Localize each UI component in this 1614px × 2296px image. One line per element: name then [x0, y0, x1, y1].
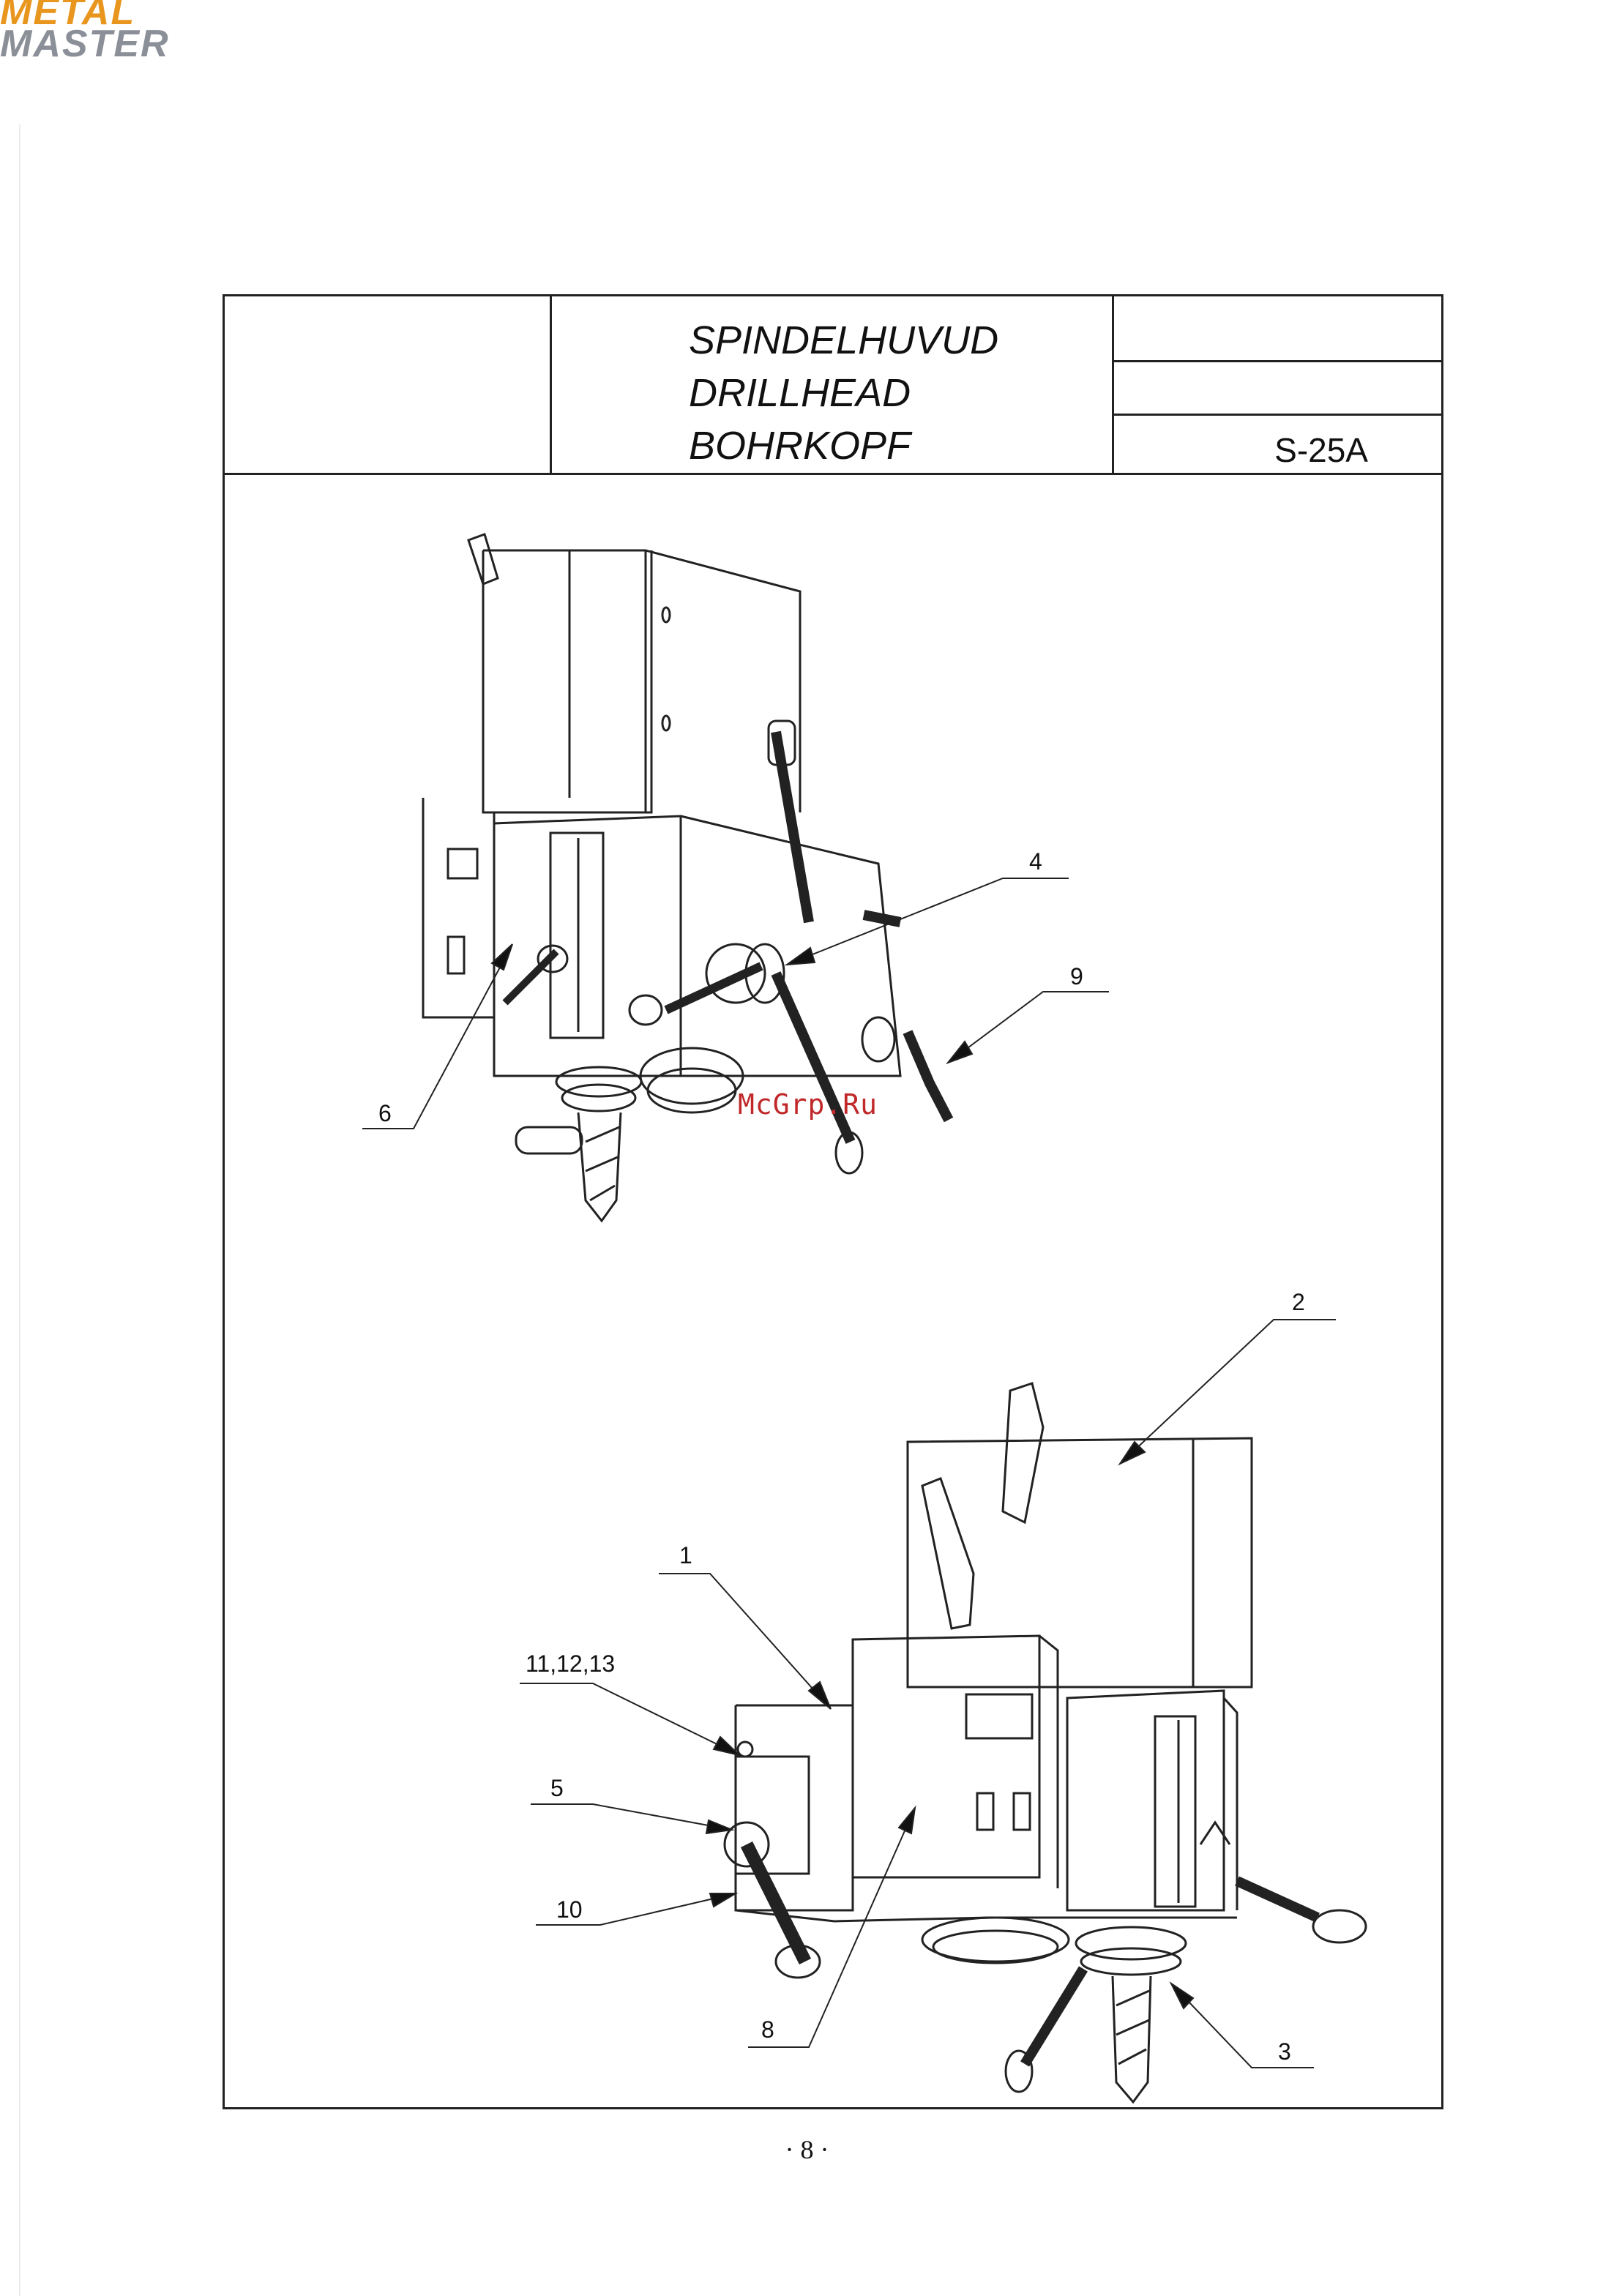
gearbox-front — [853, 1636, 1039, 1877]
spindle-quill-housing — [1067, 1691, 1224, 1910]
callout-leader-4 — [787, 878, 1069, 965]
callout-2: 2 — [1292, 1289, 1305, 1315]
callout-leader-11-12-13 — [520, 1683, 739, 1755]
speed-selector — [448, 937, 464, 973]
callout-9: 9 — [1070, 963, 1083, 990]
switch-button — [448, 849, 477, 878]
lock-handle — [908, 1032, 949, 1120]
callout-leader-1 — [659, 1574, 831, 1709]
drillhead-view-lower — [725, 1383, 1366, 2102]
callout-8: 8 — [761, 2016, 774, 2043]
watermark: McGrp.Ru — [738, 1088, 878, 1121]
callout-lines — [362, 878, 1336, 2068]
drill-bit — [1113, 1976, 1151, 2102]
callout-leader-5 — [531, 1804, 732, 1830]
callout-3: 3 — [1278, 2038, 1291, 2065]
depth-scale — [1155, 1716, 1195, 1907]
callout-11-12-13: 11,12,13 — [526, 1650, 615, 1677]
callout-1: 1 — [679, 1542, 692, 1568]
belt-lever — [1003, 1383, 1043, 1522]
fine-feed-handle — [505, 951, 556, 1003]
side-gearbox — [736, 1705, 853, 1910]
feed-lever-upper — [776, 732, 809, 922]
feed-lever-lower — [1025, 1969, 1083, 2064]
switch-button — [966, 1694, 1032, 1738]
callout-leader-2 — [1120, 1320, 1336, 1464]
callout-leader-9 — [948, 992, 1109, 1063]
callout-leader-8 — [748, 1808, 915, 2047]
speed-selector-left — [977, 1793, 993, 1830]
callout-5: 5 — [550, 1775, 564, 1801]
motor-housing — [908, 1438, 1252, 1687]
feed-lever-right — [1237, 1881, 1318, 1918]
speed-selector-right — [1014, 1793, 1030, 1830]
belt-tensioner — [922, 1478, 974, 1628]
spindle-collar — [556, 1067, 641, 1096]
feed-handle-lower — [516, 1127, 582, 1153]
lock-knob — [862, 1017, 894, 1061]
depth-scale — [550, 833, 603, 1038]
gearbox-side-panel — [423, 798, 494, 1017]
callout-4: 4 — [1029, 848, 1042, 875]
page-number: · 8 · — [0, 2134, 1614, 2165]
callout-leader-3 — [1171, 1983, 1314, 2068]
spindle-collar — [1076, 1927, 1186, 1959]
callout-numbers: 4 9 6 2 1 11,12,13 5 10 8 3 — [378, 848, 1305, 2065]
crank-handle — [747, 1844, 805, 1962]
callout-6: 6 — [378, 1100, 392, 1126]
callout-10: 10 — [556, 1896, 583, 1923]
motor-housing — [483, 550, 651, 812]
